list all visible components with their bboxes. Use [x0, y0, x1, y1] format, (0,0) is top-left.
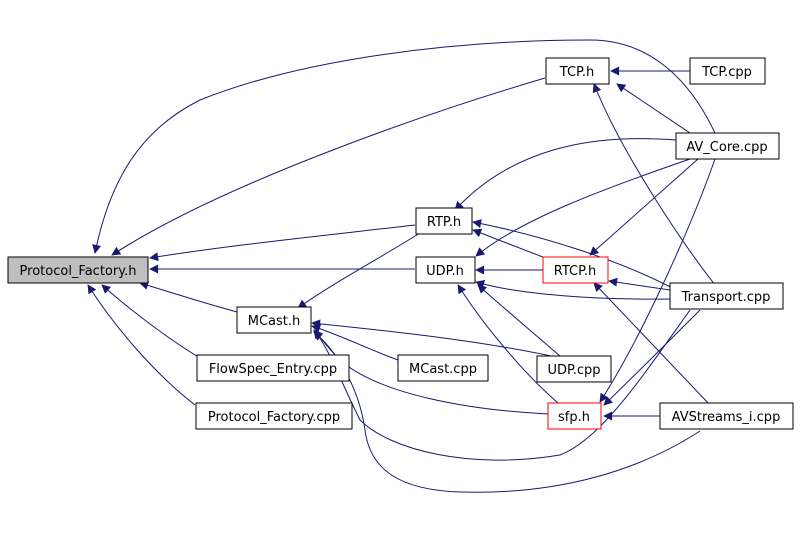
node-rtp-h[interactable]: RTP.h	[415, 207, 473, 235]
edge-sfp-h-to-mcast-h	[313, 329, 549, 415]
node-tcp-h[interactable]: TCP.h	[545, 57, 610, 85]
edge-avstreams-to-mcast-h	[313, 331, 701, 493]
node-label: Protocol_Factory.h	[20, 264, 137, 279]
node-label: Protocol_Factory.cpp	[208, 410, 340, 425]
node-rtcp-h[interactable]: RTCP.h	[542, 256, 609, 284]
node-protocol-factory-cpp[interactable]: Protocol_Factory.cpp	[195, 402, 353, 430]
edge-avstreams-to-rtcp-h	[593, 282, 711, 406]
node-tcp-cpp[interactable]: TCP.cpp	[689, 57, 766, 85]
node-label: FlowSpec_Entry.cpp	[209, 362, 337, 377]
edge-transport-to-tcp-h	[592, 83, 716, 286]
node-protocol-factory-h[interactable]: Protocol_Factory.h	[7, 256, 149, 284]
node-label: RTCP.h	[554, 264, 597, 279]
dependency-nodes: Protocol_Factory.h TCP.h TCP.cpp AV_Core…	[7, 57, 794, 430]
dependency-edges	[87, 39, 716, 493]
edge-transport-to-udp-h	[475, 279, 671, 300]
edge-rtp-h-to-protocol-factory-h	[149, 224, 416, 262]
edge-av-core-to-protocol-factory-h	[92, 39, 716, 254]
edge-av-core-to-tcp-h	[616, 83, 691, 134]
edge-rtcp-h-to-rtp-h	[472, 228, 549, 260]
node-udp-cpp[interactable]: UDP.cpp	[536, 355, 612, 383]
edge-transport-to-sfp-h	[603, 309, 701, 406]
node-flowspec-entry-cpp[interactable]: FlowSpec_Entry.cpp	[196, 354, 350, 382]
node-label: Transport.cpp	[681, 290, 771, 305]
node-av-core-cpp[interactable]: AV_Core.cpp	[675, 132, 780, 160]
edge-protocol-factory-cpp-to-protocol-factory-h	[87, 284, 196, 406]
edge-transport-to-rtcp-h	[608, 277, 671, 291]
node-label: AVStreams_i.cpp	[672, 410, 781, 425]
edge-udp-cpp-to-mcast-h	[311, 319, 561, 359]
node-label: TCP.cpp	[701, 65, 752, 80]
edge-udp-cpp-to-udp-h	[477, 284, 561, 357]
node-label: RTP.h	[427, 215, 461, 230]
node-sfp-h[interactable]: sfp.h	[547, 402, 602, 430]
edge-av-core-to-rtcp-h	[589, 158, 699, 256]
edge-transport-to-rtp-h	[472, 219, 677, 291]
node-label: AV_Core.cpp	[686, 140, 767, 155]
edge-sfp-h-to-udp-h	[457, 284, 559, 404]
node-label: MCast.cpp	[409, 362, 477, 377]
edge-rtp-h-to-mcast-h	[297, 232, 421, 309]
node-label: UDP.h	[426, 264, 464, 279]
node-mcast-cpp[interactable]: MCast.cpp	[397, 354, 489, 382]
edge-av-core-to-udp-h	[475, 158, 691, 257]
node-label: UDP.cpp	[547, 363, 600, 378]
edge-mcast-cpp-to-mcast-h	[311, 324, 399, 361]
node-udp-h[interactable]: UDP.h	[415, 256, 476, 284]
edge-flowspec-to-protocol-factory-h	[101, 284, 201, 359]
node-avstreams-i-cpp[interactable]: AVStreams_i.cpp	[659, 402, 794, 430]
node-label: sfp.h	[558, 410, 590, 425]
edge-mcast-h-to-protocol-factory-h	[139, 281, 238, 313]
edge-tcp-h-to-protocol-factory-h	[111, 77, 546, 256]
edge-transport-to-mcast-h	[313, 309, 691, 461]
node-mcast-h[interactable]: MCast.h	[236, 306, 312, 334]
node-transport-cpp[interactable]: Transport.cpp	[669, 282, 784, 310]
node-label: MCast.h	[248, 314, 301, 329]
edge-av-core-to-rtp-h	[454, 138, 677, 211]
node-label: TCP.h	[559, 65, 594, 80]
